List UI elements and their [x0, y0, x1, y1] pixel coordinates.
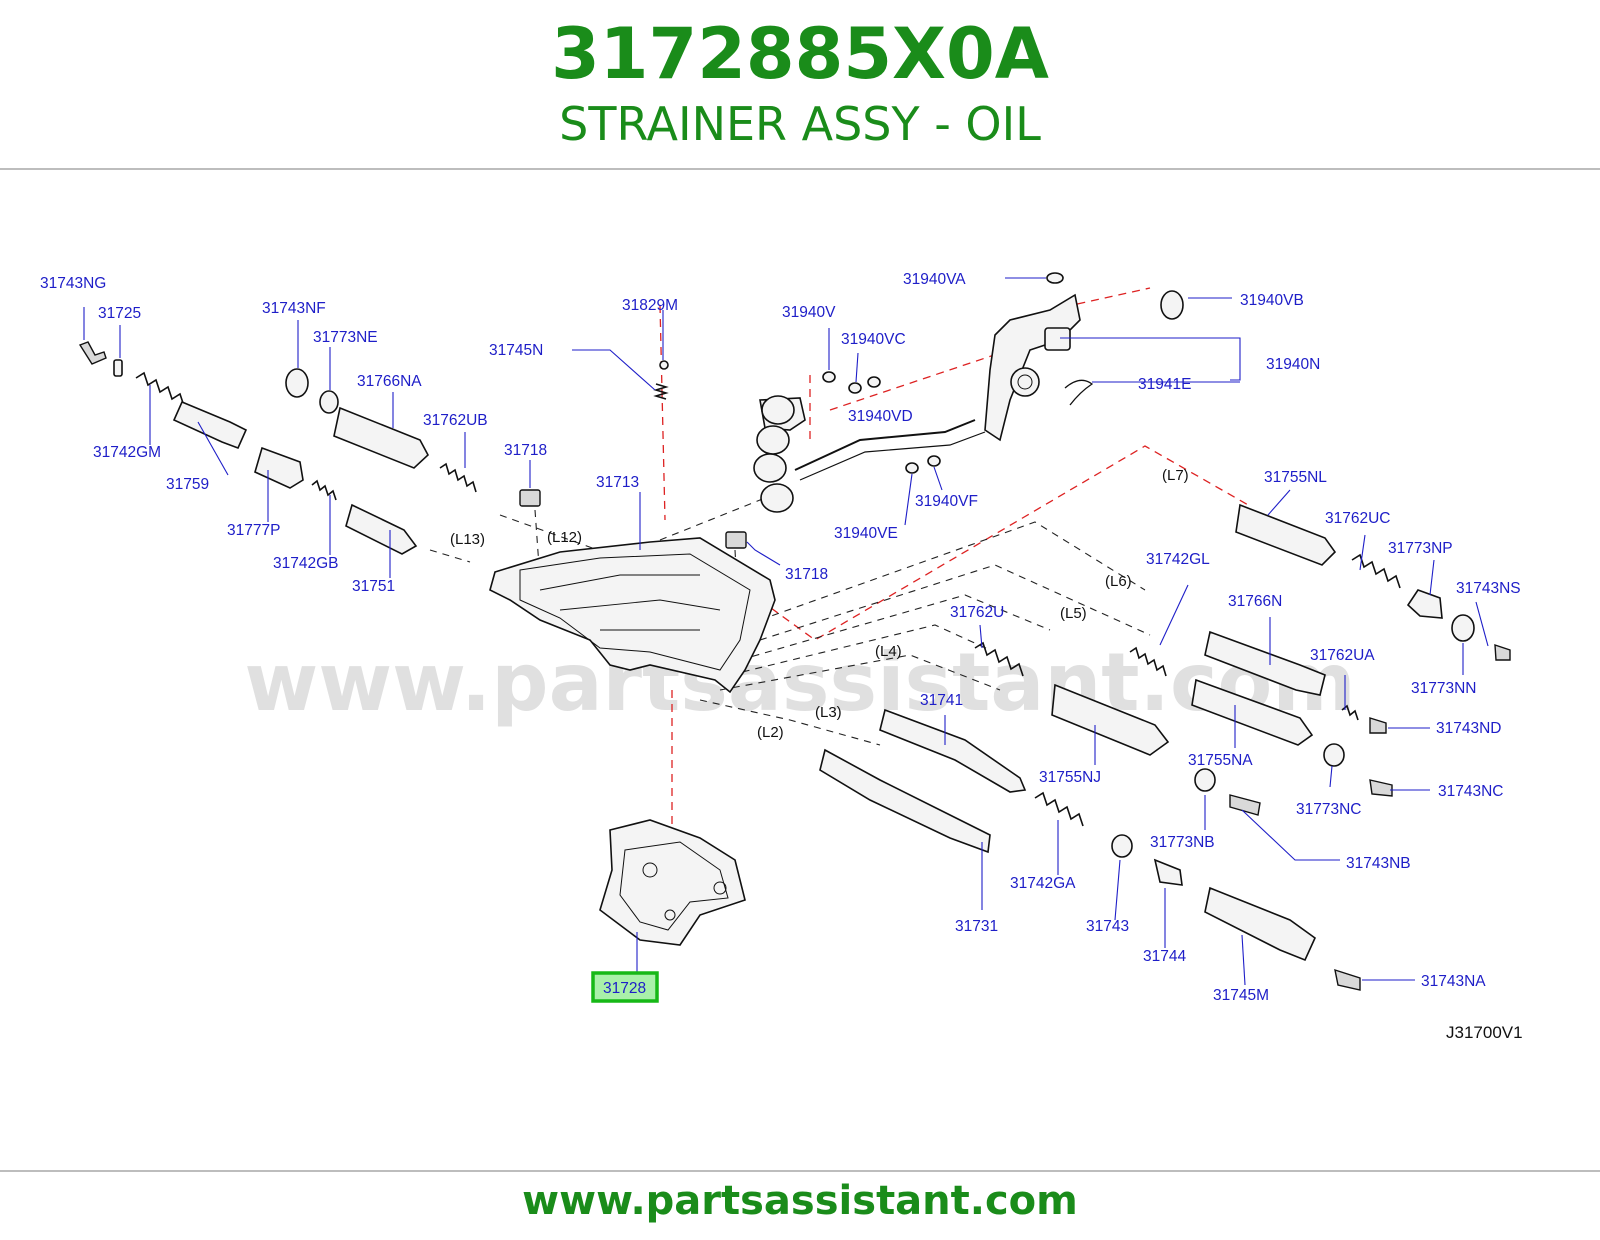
part-label: 31762U — [950, 604, 1004, 621]
part-label: 31731 — [955, 918, 998, 935]
part-label: 31940VD — [848, 408, 913, 425]
plug-icon — [285, 368, 309, 398]
part-label: 31755NJ — [1039, 769, 1101, 786]
part-label: 31940VC — [841, 331, 906, 348]
part-label: 31743 — [1086, 918, 1129, 935]
route-ref: (L2) — [757, 724, 784, 741]
leader-lines — [83, 277, 1489, 986]
part-label: 31743NG — [40, 275, 106, 292]
pin-icon — [113, 359, 123, 377]
plug-icon — [319, 390, 339, 414]
solenoid-assembly-icon — [753, 272, 1184, 513]
part-label: 31743NF — [262, 300, 326, 317]
footer-url[interactable]: www.partsassistant.com — [522, 1178, 1078, 1224]
part-label: 31940VF — [915, 493, 978, 510]
spring-icon — [653, 383, 669, 400]
part-label: 31755NL — [1264, 469, 1327, 486]
part-shapes-left — [78, 341, 747, 555]
spring-icon — [1351, 553, 1401, 589]
part-label: 31718 — [785, 566, 828, 583]
part-label: 31743ND — [1436, 720, 1502, 737]
part-label: 31762UC — [1325, 510, 1391, 527]
route-ref: (L3) — [815, 704, 842, 721]
part-label: 31725 — [98, 305, 141, 322]
route-ref: (L4) — [875, 643, 902, 660]
part-label: 31742GB — [273, 555, 339, 572]
part-label: 31742GA — [1010, 875, 1076, 892]
route-ref: (L6) — [1105, 573, 1132, 590]
spring-icon — [439, 462, 477, 493]
route-references: (L13) (L12) (L7) (L6) (L5) (L4) (L3) (L2… — [450, 467, 1189, 741]
part-label: 31773NC — [1296, 801, 1362, 818]
route-ref: (L7) — [1162, 467, 1189, 484]
sleeve-icon — [172, 400, 248, 450]
part-labels: 31743NG 31725 31743NF 31773NE 31766NA 31… — [40, 271, 1523, 1042]
highlight-box — [591, 971, 659, 1003]
part-label: 31762UB — [423, 412, 488, 429]
part-label: 31773NB — [1150, 834, 1215, 851]
spring-icon — [311, 479, 337, 501]
diagram-code: J31700V1 — [1446, 1023, 1523, 1042]
part-label: 31759 — [166, 476, 209, 493]
oil-strainer-plate-icon — [599, 819, 746, 946]
spring-icon — [974, 641, 1024, 677]
part-label: 31745N — [489, 342, 543, 359]
part-label: 31743NA — [1421, 973, 1486, 990]
spring-icon — [1129, 646, 1167, 677]
part-label: 31941E — [1138, 376, 1191, 393]
part-label: 31743NS — [1456, 580, 1521, 597]
spring-icon — [1034, 791, 1084, 827]
part-label: 31762UA — [1310, 647, 1375, 664]
part-label: 31829M — [622, 297, 678, 314]
part-label: 31742GL — [1146, 551, 1210, 568]
valve-body-plate-icon — [489, 537, 776, 694]
watermark: www.partsassistant.com — [244, 636, 1355, 729]
part-label: 31743NC — [1438, 783, 1504, 800]
header-divider — [0, 168, 1600, 170]
part-shapes-right — [819, 503, 1511, 991]
part-label: 31940VA — [903, 271, 966, 288]
part-label: 31766NA — [357, 373, 422, 390]
part-label: 31751 — [352, 578, 395, 595]
part-label: 31777P — [227, 522, 280, 539]
page-header: 3172885X0A STRAINER ASSY - OIL — [0, 0, 1600, 168]
route-ref: (L12) — [547, 529, 582, 546]
highlighted-part-label[interactable]: 31728 — [603, 980, 646, 997]
retainer-clip-icon — [78, 341, 107, 365]
route-ref: (L5) — [1060, 605, 1087, 622]
part-label: 31940V — [782, 304, 836, 321]
part-description: STRAINER ASSY - OIL — [559, 97, 1041, 151]
parts-diagram: www.partsassistant.com — [0, 170, 1600, 1170]
spring-icon — [135, 371, 185, 407]
pin-icon — [659, 360, 669, 370]
valve-spool-icon — [345, 503, 418, 555]
part-label: 31773NP — [1388, 540, 1453, 557]
valve-spool-icon — [333, 406, 429, 469]
part-label: 31741 — [920, 692, 963, 709]
route-ref: (L13) — [450, 531, 485, 548]
parts-diagram-svg: www.partsassistant.com — [40, 271, 1523, 1042]
part-label: 31773NE — [313, 329, 378, 346]
part-label: 31940N — [1266, 356, 1320, 373]
part-label: 31755NA — [1188, 752, 1253, 769]
part-label: 31713 — [596, 474, 639, 491]
check-ball-icon — [725, 531, 747, 549]
part-label: 31766N — [1228, 593, 1282, 610]
part-label: 31742GM — [93, 444, 161, 461]
sleeve-icon — [254, 446, 304, 489]
part-label: 31743NB — [1346, 855, 1411, 872]
part-label: 31745M — [1213, 987, 1269, 1004]
check-ball-icon — [519, 489, 541, 507]
part-number-title: 3172885X0A — [551, 13, 1049, 95]
part-label: 31940VE — [834, 525, 898, 542]
part-label: 31940VB — [1240, 292, 1304, 309]
part-label: 31773NN — [1411, 680, 1477, 697]
part-label: 31744 — [1143, 948, 1186, 965]
footer-divider — [0, 1170, 1600, 1172]
part-label: 31718 — [504, 442, 547, 459]
